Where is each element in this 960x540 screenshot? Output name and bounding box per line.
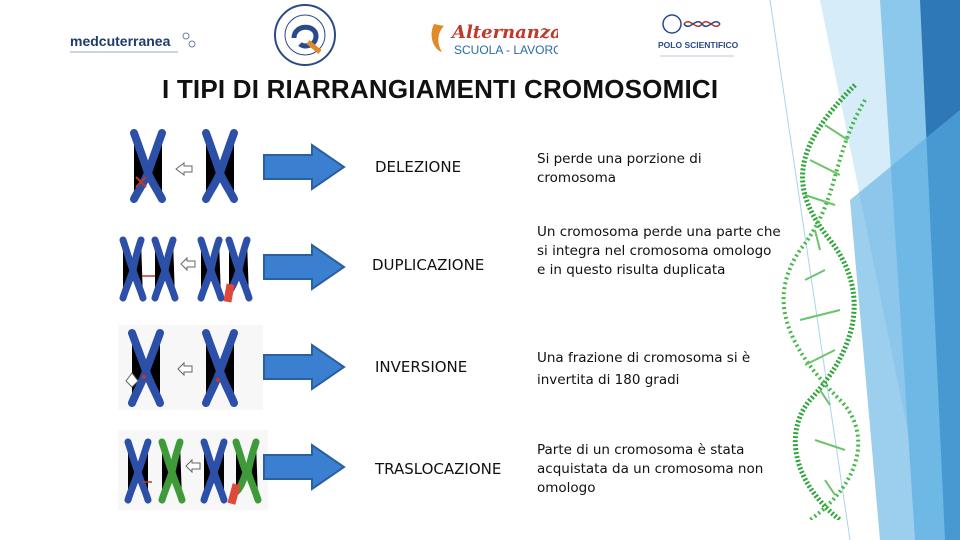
description-delezione: Si perde una porzione di cromosoma [537, 151, 702, 186]
type-label-traslocazione: TRASLOCAZIONE [375, 460, 502, 478]
arrow-right-icon [263, 343, 346, 391]
dna-helix-illustration [781, 83, 867, 520]
polo-scientifico-logo-text: POLO SCIENTIFICO [658, 40, 739, 50]
duplication-chromosome-image [115, 232, 265, 306]
slide-title: I TIPI DI RIARRANGIAMENTI CROMOSOMICI [162, 74, 719, 104]
mediterranea-logo-text: medcuterranea [70, 33, 171, 49]
description-inversione: Una frazione di cromosoma si è invertita… [537, 350, 751, 388]
type-label-inversione: INVERSIONE [375, 358, 468, 376]
inversion-chromosome-image [118, 325, 263, 410]
translocation-chromosome-image [118, 430, 268, 510]
description-traslocazione: Parte di un cromosoma è stata acquistata… [537, 442, 764, 496]
type-label-duplicazione: DUPLICAZIONE [372, 256, 485, 274]
arrow-right-icon [263, 243, 346, 291]
type-label-delezione: DELEZIONE [375, 158, 462, 176]
deletion-chromosome-image [120, 125, 260, 205]
decorative-background [730, 0, 960, 540]
arrow-right-icon [263, 443, 346, 491]
quality-seal-logo [272, 2, 338, 68]
description-duplicazione: Un cromosoma perde una parte che si inte… [537, 224, 781, 278]
alternanza-logo-subtitle: SCUOLA - LAVORO [454, 43, 558, 57]
arrow-right-icon [263, 143, 346, 191]
alternanza-logo-title: Alternanza [450, 22, 558, 43]
mediterranea-logo: medcuterranea [68, 26, 198, 62]
alternanza-logo: Alternanza SCUOLA - LAVORO [428, 16, 558, 60]
polo-scientifico-logo: POLO SCIENTIFICO [652, 8, 742, 66]
